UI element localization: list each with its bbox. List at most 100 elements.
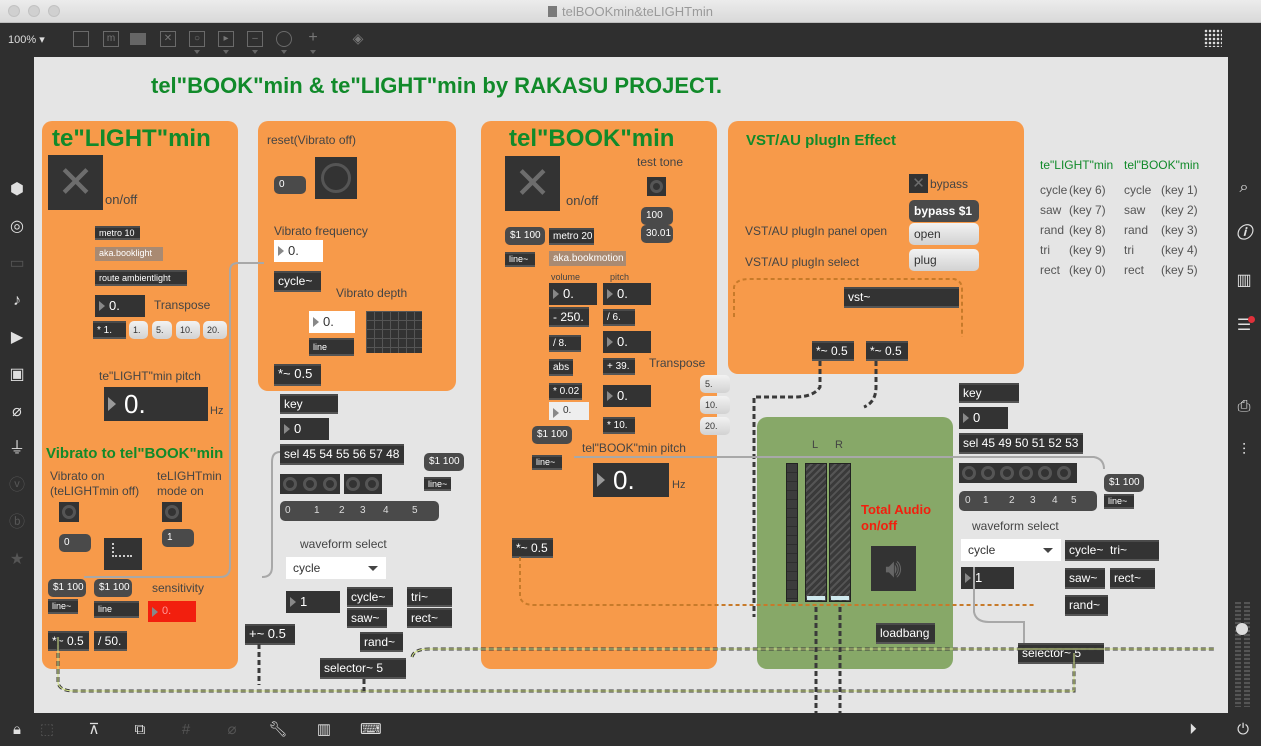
wrench-icon[interactable]: 🔧︎ <box>268 721 288 738</box>
book-selector[interactable]: selector~ 5 <box>1018 643 1104 664</box>
abs-object[interactable]: abs <box>549 359 573 376</box>
star-icon[interactable]: ★ <box>9 551 25 568</box>
grid-icon[interactable] <box>1204 29 1222 47</box>
vst-mul-right[interactable]: *~ 0.5 <box>866 341 908 361</box>
light-rand-osc[interactable]: rand~ <box>360 632 403 652</box>
open-msg[interactable]: open <box>909 223 979 245</box>
button-icon[interactable]: ▸ <box>218 31 234 47</box>
zoom-button[interactable] <box>48 5 60 17</box>
vst-object[interactable]: vst~ <box>844 287 959 308</box>
book-radiogroup[interactable]: 0 1 2 3 4 5 <box>959 491 1097 511</box>
book-preset-5[interactable]: 5. <box>700 375 730 393</box>
presentation-mode-icon[interactable]: ⬚ <box>39 721 55 738</box>
msg-100[interactable]: 100 <box>641 207 673 225</box>
keyboard-icon[interactable]: ⌨ <box>360 721 382 738</box>
radio-option[interactable]: 5 <box>412 505 418 516</box>
light-selector[interactable]: selector~ 5 <box>320 658 406 679</box>
list-icon[interactable]: ☰ <box>1234 316 1255 336</box>
book-wave-number[interactable]: 1 <box>961 567 1014 589</box>
close-button[interactable] <box>8 5 20 17</box>
bypass-msg[interactable]: bypass $1 <box>909 200 979 222</box>
div-object[interactable]: / 50. <box>94 631 127 651</box>
depth-matrix[interactable] <box>366 311 422 353</box>
div8-object[interactable]: / 8. <box>549 335 581 352</box>
mult-object[interactable]: * 1. <box>93 321 126 339</box>
b-icon[interactable]: ⓑ <box>8 514 25 531</box>
book-saw-osc[interactable]: saw~ <box>1065 568 1105 589</box>
book-key-number[interactable]: 0 <box>959 407 1008 429</box>
image-icon[interactable]: ▣ <box>9 366 25 383</box>
radio-option[interactable]: 2 <box>1009 495 1015 506</box>
paint-bucket-icon[interactable]: ◈ <box>352 30 364 46</box>
windows-icon[interactable]: ⧉ <box>134 721 146 738</box>
book-metro[interactable]: metro 20 <box>549 228 594 245</box>
package-icon[interactable]: ⬢ <box>10 181 24 198</box>
light-rect-osc[interactable]: rect~ <box>407 608 452 628</box>
minimize-button[interactable] <box>28 5 40 17</box>
preset-10[interactable]: 10. <box>176 321 200 339</box>
clip-add-icon[interactable]: ⌀ <box>227 721 237 738</box>
aka-booklight-object[interactable]: aka.booklight <box>95 247 163 261</box>
radio-option[interactable]: 4 <box>1052 495 1058 506</box>
book-p2-number[interactable]: 0. <box>603 331 651 353</box>
preset-5[interactable]: 5. <box>152 321 172 339</box>
vibrato-on-bang[interactable] <box>59 502 79 522</box>
mixer-icon[interactable]: ⫶ <box>1241 442 1246 459</box>
light-saw-osc[interactable]: saw~ <box>347 608 387 628</box>
power-icon[interactable]: ⏻ <box>1237 721 1249 738</box>
play-icon[interactable]: ⏵ <box>1189 721 1197 738</box>
snapshot-icon[interactable]: ⎙ <box>1237 398 1251 415</box>
vib-line-object[interactable]: line <box>309 338 354 356</box>
book-bang-group[interactable] <box>959 463 1077 483</box>
book-key-object[interactable]: key <box>959 383 1019 403</box>
book-tri-osc[interactable]: tri~ <box>1110 543 1128 557</box>
book-wave-line[interactable]: line~ <box>1104 494 1134 509</box>
light-tri-osc[interactable]: tri~ <box>407 587 452 607</box>
light-waveform-menu[interactable]: cycle <box>286 557 386 579</box>
book-small-number[interactable]: 0. <box>549 402 589 420</box>
reset-msg[interactable]: 0 <box>274 176 306 194</box>
ramp-msg-2[interactable]: $1 100 <box>94 579 132 597</box>
book-pitch-number[interactable]: 0. <box>603 283 651 305</box>
projector-icon[interactable]: ⊼ <box>88 721 100 738</box>
vib-depth-number[interactable]: 0. <box>309 311 355 333</box>
light-ramp-msg[interactable]: $1 100 <box>424 453 464 471</box>
test-tone-bang[interactable] <box>647 177 666 196</box>
book-preset-10[interactable]: 10. <box>700 396 730 414</box>
book-pitch-display[interactable]: 0. <box>593 463 669 497</box>
plug-msg[interactable]: plug <box>909 249 979 271</box>
light-line-object[interactable]: line~ <box>424 477 451 491</box>
media-icon[interactable]: ▭ <box>9 255 25 272</box>
light-bang-group-1[interactable] <box>280 474 340 494</box>
sensitivity-number[interactable]: 0. <box>148 601 196 622</box>
preset-20[interactable]: 20. <box>203 321 227 339</box>
mul002-object[interactable]: * 0.02 <box>549 383 582 400</box>
mul-object[interactable]: *~ 0.5 <box>48 631 89 651</box>
light-sel-object[interactable]: sel 45 54 55 56 57 48 <box>280 444 404 465</box>
radio-option[interactable]: 3 <box>1030 495 1036 506</box>
radio-option[interactable]: 1 <box>314 505 320 516</box>
toggle-icon[interactable]: ✕ <box>160 31 176 47</box>
light-bang-group-2[interactable] <box>344 474 382 494</box>
line-object[interactable]: line <box>94 601 139 618</box>
v-icon[interactable]: ⓥ <box>8 477 25 494</box>
book-sel-object[interactable]: sel 45 49 50 51 52 53 <box>959 433 1083 454</box>
book-onoff-toggle[interactable]: ✕ <box>505 156 560 211</box>
line-sig-object[interactable]: line~ <box>48 599 78 614</box>
radio-option[interactable]: 5 <box>1071 495 1077 506</box>
minus-object[interactable]: - 250. <box>549 307 589 327</box>
book-rect-osc[interactable]: rect~ <box>1110 568 1155 589</box>
msg-3001[interactable]: 30.01 <box>641 225 673 243</box>
bypass-toggle[interactable]: ✕ <box>909 174 928 193</box>
plugin-icon[interactable]: ⏚ <box>8 440 25 457</box>
radio-option[interactable]: 0 <box>285 505 291 516</box>
clip-icon[interactable]: ⌀ <box>12 403 22 420</box>
music-icon[interactable]: ♪ <box>13 292 21 309</box>
search-icon[interactable]: ⌕ <box>1239 179 1249 196</box>
radio-option[interactable]: 4 <box>383 505 389 516</box>
msg-0[interactable]: 0 <box>59 534 91 552</box>
piano-icon[interactable]: ▥ <box>316 721 332 738</box>
add-icon[interactable]: + <box>308 29 318 46</box>
book-volume-number[interactable]: 0. <box>549 283 597 305</box>
vib-freq-number[interactable]: 0. <box>274 240 323 262</box>
